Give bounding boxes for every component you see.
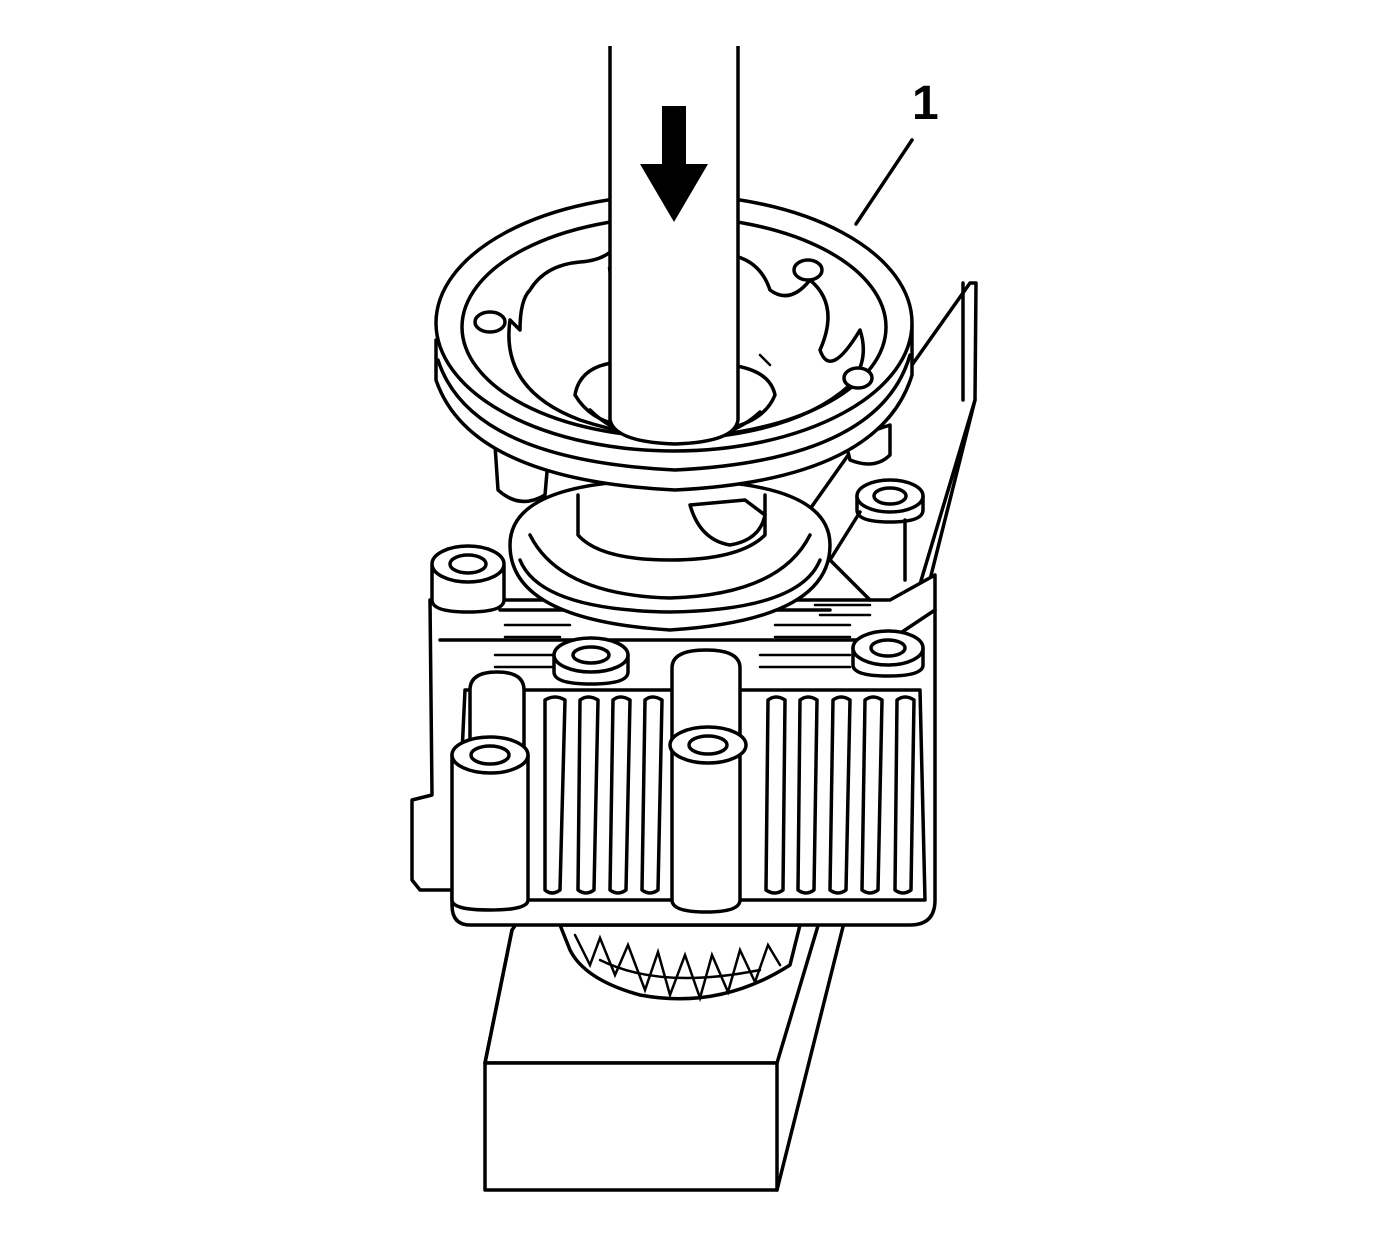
- boss-rear-left: [430, 544, 506, 614]
- bearing-seat: [508, 478, 832, 632]
- boss-lower-center: [668, 725, 748, 765]
- bolt-hole: [473, 310, 507, 334]
- boss-front-right: [851, 629, 925, 678]
- callout-label-1: 1: [912, 77, 939, 130]
- boss-lower-left: [450, 735, 530, 912]
- boss-rear-right: [828, 478, 925, 602]
- housing: [410, 478, 937, 927]
- bolt-hole: [842, 366, 874, 390]
- boss-front-left: [552, 636, 630, 686]
- fins-left: [543, 695, 664, 895]
- bolt-hole: [792, 258, 824, 282]
- down-arrow-icon: [640, 106, 708, 222]
- ring-gear: [558, 923, 802, 1003]
- fins-right: [764, 695, 916, 895]
- press-ram: [606, 30, 742, 446]
- callout-leader-line: [854, 138, 914, 226]
